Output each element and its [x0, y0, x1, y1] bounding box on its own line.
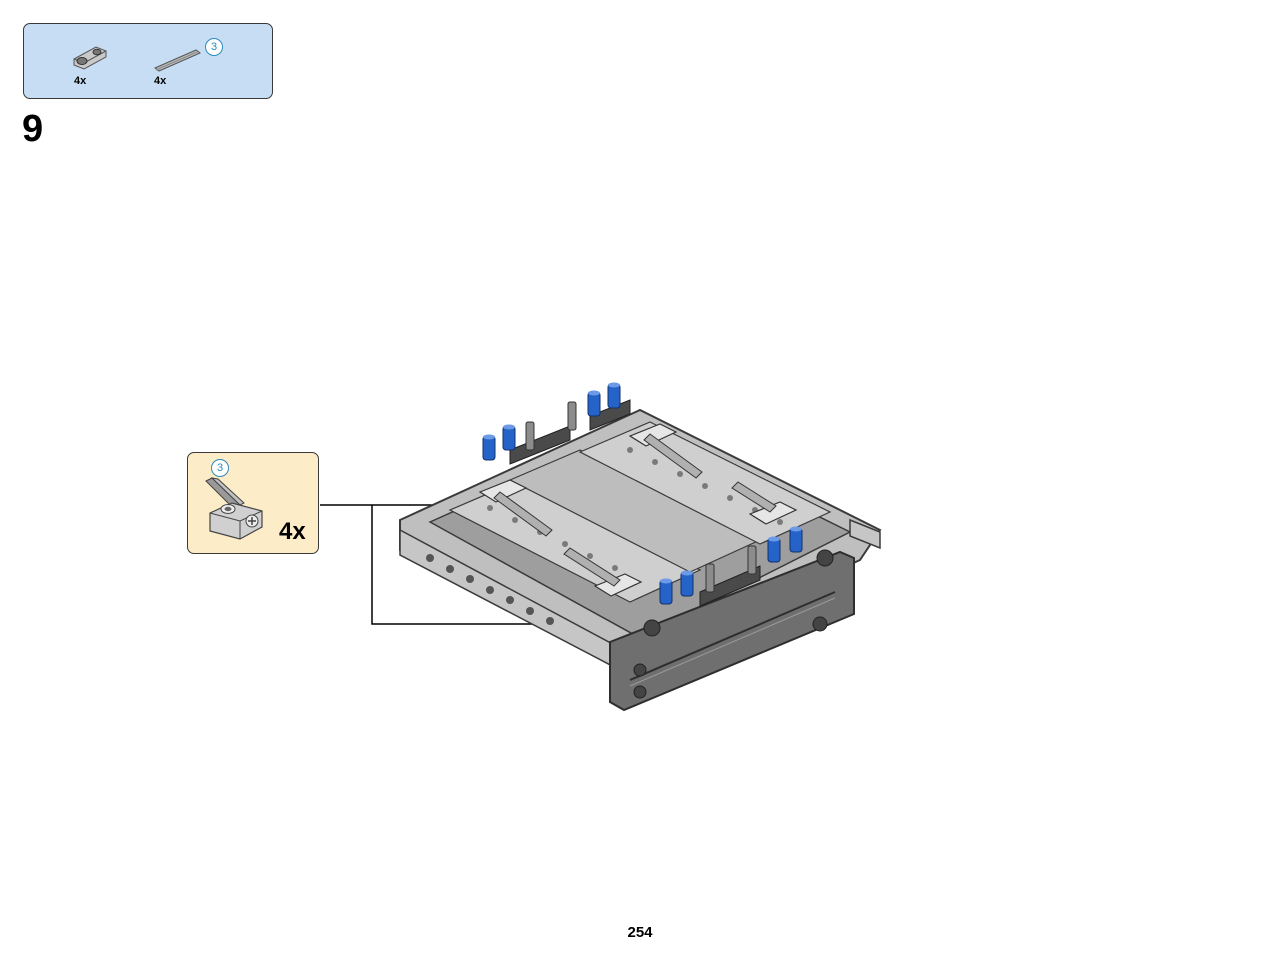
axle-part-icon — [154, 49, 201, 72]
connector-part-icon — [73, 46, 107, 70]
connector-quantity: 4x — [74, 75, 87, 87]
step-number: 9 — [22, 108, 44, 150]
callout-length-badge: 3 — [211, 459, 229, 477]
callout-quantity: 4x — [279, 518, 306, 545]
sub-assembly-callout: 3 4x — [187, 452, 319, 554]
page-number: 254 — [627, 924, 653, 941]
connector-with-axle-icon — [205, 477, 263, 540]
model-assembly-illustration — [399, 382, 882, 712]
axle-length-badge: 3 — [205, 38, 223, 56]
axle-quantity: 4x — [154, 75, 167, 87]
parts-list: 4x 3 4x — [23, 23, 273, 99]
